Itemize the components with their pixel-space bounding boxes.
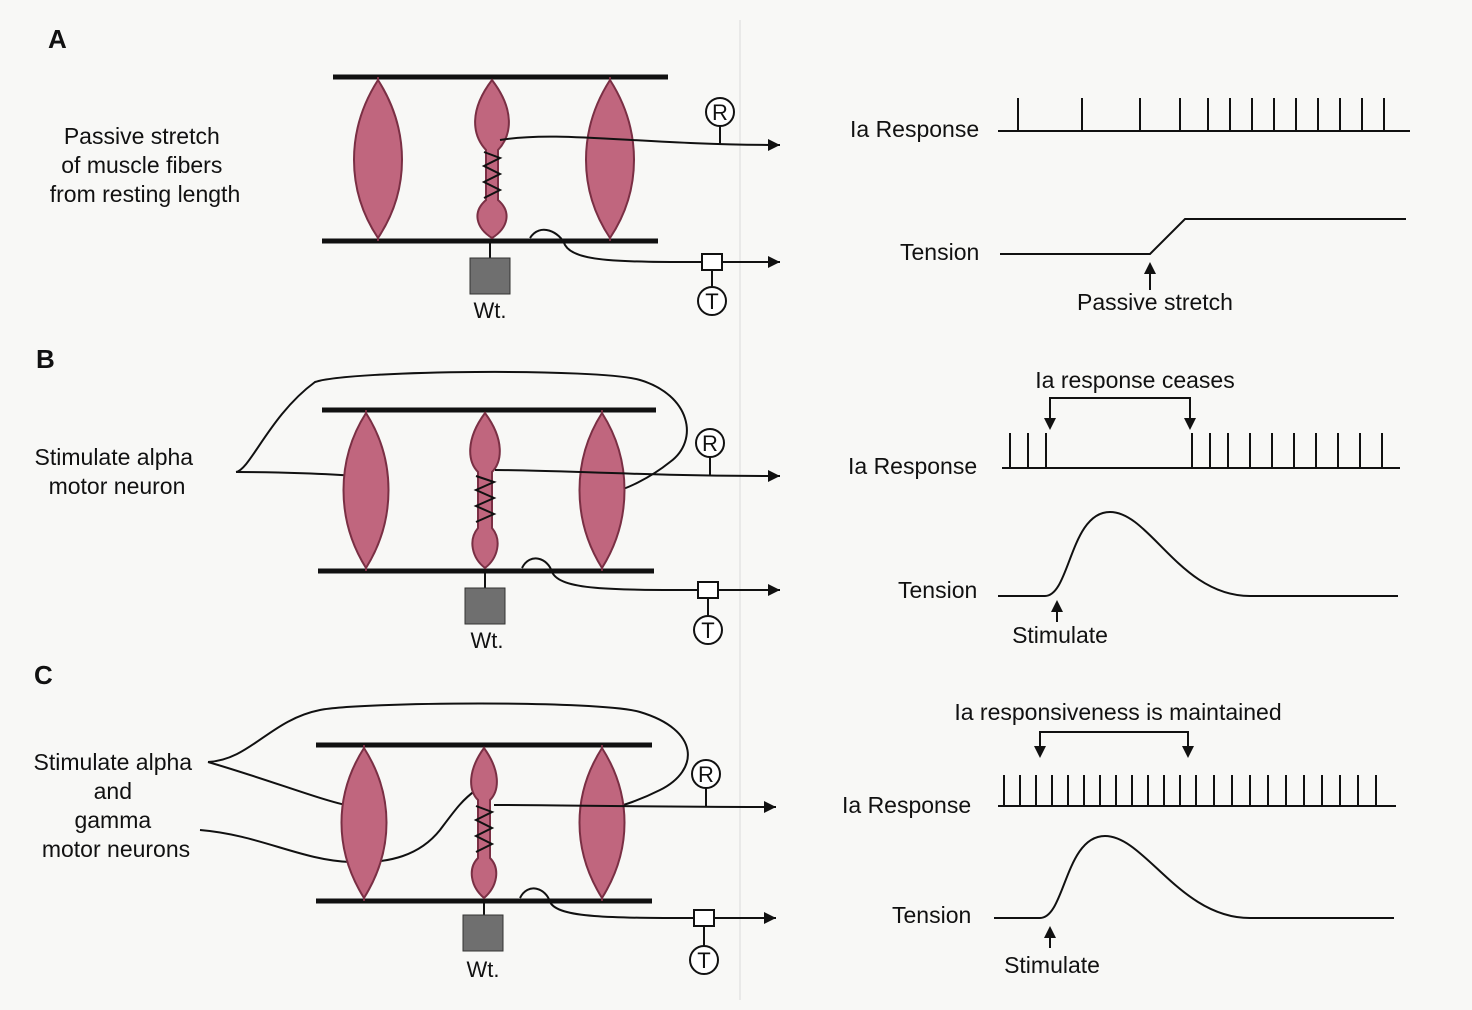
spike-gap-bracket [1039,731,1189,752]
tension-trace [994,834,1394,919]
ia-afferent-wire [494,469,781,477]
response-label: Ia Response [850,116,979,142]
event-label: Stimulate [1012,622,1108,648]
tension-gauge-label: T [701,618,714,643]
panel-letter: C [34,660,53,690]
tension-transducer-icon [693,909,715,927]
tension-trace [998,510,1398,597]
tension-gauge-icon [689,945,719,975]
tension-label: Tension [892,902,971,928]
muscle-spindle [474,78,510,240]
tension-trace [1000,218,1406,255]
receptor-label: R [698,762,714,787]
spike-train [1009,433,1383,468]
alpha-motor-nerve [235,370,688,493]
weight-block [462,914,504,952]
receptor-label: R [702,431,718,456]
panel-side-label: Passive stretch of muscle fibers from re… [50,123,240,207]
tension-transducer-icon [697,581,719,599]
spike-train [1017,98,1385,131]
panel-c: C Stimulate alpha and gamma motor neuron… [34,660,1396,982]
weight-label: Wt. [474,298,507,323]
spike-bar-label: Ia responsiveness is maintained [954,699,1281,725]
spike-gap-bracket [1049,397,1191,424]
panel-side-label: Stimulate alpha and gamma motor neurons [34,749,199,862]
panel-a: A Passive stretch of muscle fibers from … [48,24,1410,323]
extrafusal-muscle [578,410,626,571]
ia-afferent-wire [493,804,777,808]
response-label: Ia Response [842,792,971,818]
spike-train [1003,775,1377,806]
panel-letter: A [48,24,67,54]
extrafusal-muscle [340,745,388,901]
tension-label: Tension [900,239,979,265]
spike-bar-label: Ia response ceases [1035,367,1234,393]
tension-gauge-label: T [697,948,710,973]
tension-wire [529,228,780,263]
extrafusal-muscle [342,410,390,571]
tension-gauge-icon [697,286,727,316]
event-label: Passive stretch [1077,289,1233,315]
event-label: Stimulate [1004,952,1100,978]
response-label: Ia Response [848,453,977,479]
panel-b: B Stimulate alpha motor neuron Wt. R [35,344,1400,653]
tension-gauge-label: T [705,289,718,314]
extrafusal-muscle [578,745,626,901]
alpha-motor-nerve [207,702,689,809]
receptor-label: R [712,100,728,125]
tension-gauge-icon [693,615,723,645]
ia-afferent-wire [499,135,781,146]
panel-letter: B [36,344,55,374]
tension-wire [519,887,776,919]
tension-wire [521,557,780,591]
tension-transducer-icon [701,253,723,271]
muscle-spindle [469,411,501,570]
tension-label: Tension [898,577,977,603]
weight-block [469,257,511,295]
weight-block [464,587,506,625]
weight-label: Wt. [467,957,500,982]
extrafusal-muscle [353,77,403,241]
muscle-spindle [470,746,498,900]
panel-side-label: Stimulate alpha motor neuron [35,444,200,499]
extrafusal-muscle [585,77,635,241]
weight-label: Wt. [471,628,504,653]
